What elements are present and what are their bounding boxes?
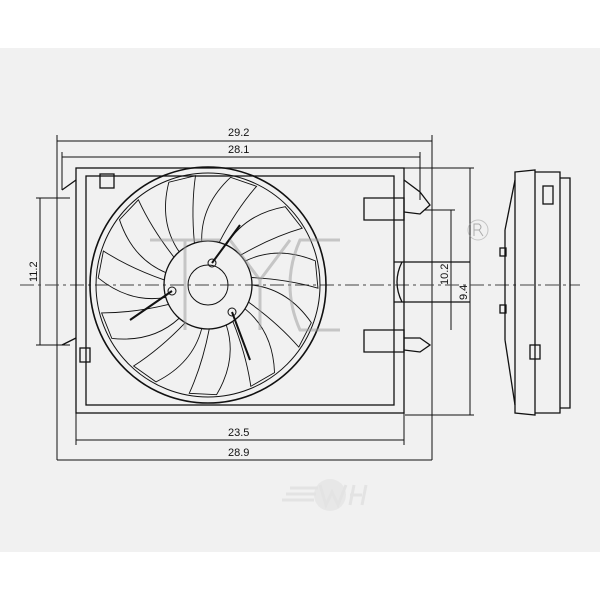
dim-28-1: 28.1 [228, 144, 249, 156]
fan-blade [248, 284, 312, 348]
fan-shroud [61, 167, 470, 414]
dim-11-2: 11.2 [28, 261, 40, 282]
fan-blade [100, 303, 180, 340]
side-view [499, 169, 571, 416]
dim-28-9: 28.9 [228, 447, 249, 459]
drawing-background [0, 48, 600, 552]
fan-blade [97, 250, 166, 300]
fan-blade [225, 206, 303, 256]
registered-mark-icon [467, 219, 489, 241]
fan-blade [165, 175, 197, 253]
dim-23-5: 23.5 [228, 427, 249, 439]
wh-watermark [282, 479, 368, 511]
fan-blade [244, 252, 319, 289]
dim-29-2: 29.2 [228, 127, 249, 139]
fan-blade [188, 324, 231, 396]
fan-blade-lines [97, 175, 319, 396]
dim-9-4: 9.4 [458, 285, 470, 300]
fan-blade [201, 176, 258, 243]
tyc-watermark [150, 219, 489, 332]
dimension-lines [20, 135, 580, 461]
fan-blade [132, 322, 203, 383]
dim-10-2: 10.2 [439, 264, 451, 285]
